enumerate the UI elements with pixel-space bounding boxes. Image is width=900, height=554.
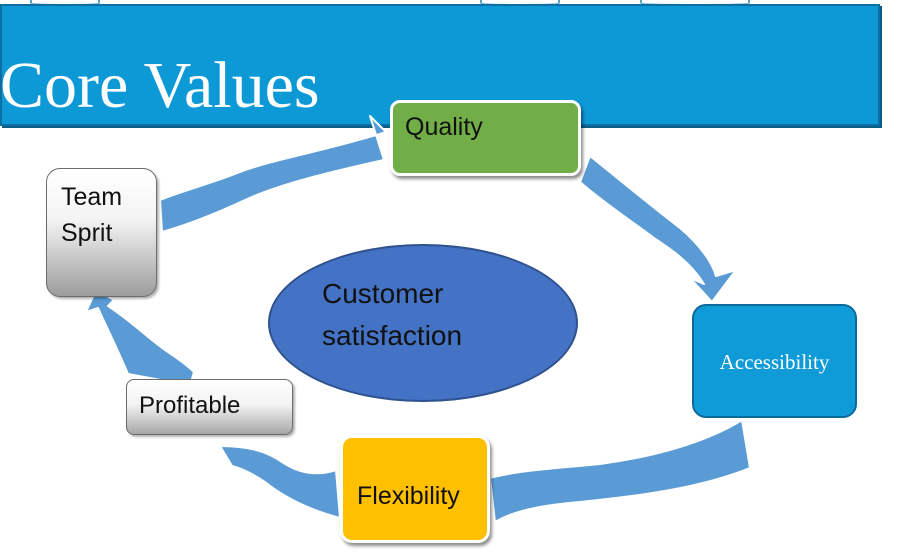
flexibility-box: Flexibility <box>340 435 490 543</box>
accessibility-label: Accessibility <box>719 350 830 374</box>
arrow-profitable-to-team <box>85 289 195 387</box>
slide-title: Core Values <box>0 49 320 122</box>
profitable-box: Profitable <box>126 379 293 435</box>
arrow-flexibility-to-profitable <box>219 445 341 519</box>
customer-satisfaction-ellipse: Customer satisfaction <box>268 244 578 402</box>
accessibility-box: Accessibility <box>692 304 857 418</box>
quality-label: Quality <box>405 113 483 141</box>
arrow-quality-to-team <box>159 115 387 233</box>
arrow-accessibility-to-flexibility <box>489 419 751 523</box>
arrow-quality-to-accessibility <box>579 155 737 303</box>
team-label-line1: Team <box>61 183 123 211</box>
team-label-line2: Sprit <box>61 219 113 247</box>
center-line2: satisfaction <box>322 320 463 351</box>
center-line1: Customer <box>322 278 444 309</box>
team-spirit-box: Team Sprit <box>46 168 157 297</box>
flexibility-label: Flexibility <box>357 482 460 510</box>
quality-box: Quality <box>390 100 581 176</box>
profitable-label: Profitable <box>139 392 241 419</box>
